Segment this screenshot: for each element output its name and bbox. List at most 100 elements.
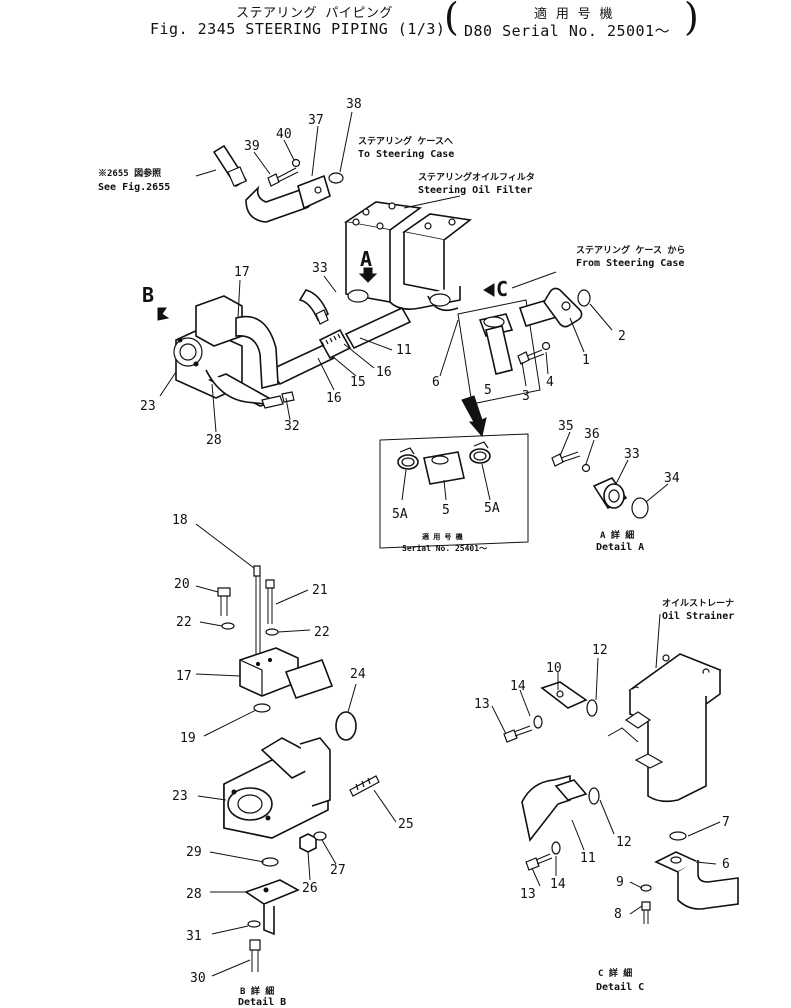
callout-14-top: 14 (510, 679, 526, 694)
callout-13-top: 13 (474, 697, 490, 712)
callout-5: 5 (484, 383, 492, 398)
callout-18: 18 (172, 513, 188, 528)
callout-38: 38 (346, 97, 362, 112)
callout-1: 1 (582, 353, 590, 368)
callout-21: 21 (312, 583, 328, 598)
callout-7: 7 (722, 815, 730, 830)
callout-20: 20 (174, 577, 190, 592)
view-letter-c: C (496, 277, 508, 301)
right-paren: ) (684, 0, 699, 39)
detail-c-label-jp: C 詳 細 (598, 967, 632, 979)
from-case-note-jp: ステアリング ケース から (576, 244, 685, 256)
callout-13-bottom: 13 (520, 887, 536, 902)
view-a-arrow (358, 267, 378, 283)
view-letter-a: A (360, 247, 372, 271)
callout-35: 35 (558, 419, 574, 434)
callout-28: 28 (206, 433, 222, 448)
detail-b-parts (217, 565, 380, 972)
callout-2: 2 (618, 329, 626, 344)
callout-11: 11 (396, 343, 412, 358)
steering-oil-filter (343, 201, 472, 312)
figure-title: Fig. 2345 STEERING PIPING (1/3) (150, 20, 446, 38)
callout-23: 23 (140, 399, 156, 414)
title-japanese: ステアリング パイピング (236, 6, 393, 21)
callout-8: 8 (614, 907, 622, 922)
view-c-arrow (483, 283, 495, 297)
applicability-serial: D80 Serial No. 25001～ (464, 22, 671, 40)
callout-12-top: 12 (592, 643, 608, 658)
return-pipe-1 (518, 287, 591, 328)
callout-6-detail-c: 6 (722, 857, 730, 872)
callout-22-right: 22 (314, 625, 330, 640)
callout-22-left: 22 (176, 615, 192, 630)
to-case-note: To Steering Case (358, 148, 454, 160)
callout-33: 33 (312, 261, 328, 276)
callout-numbers: 38 37 40 39 17 33 11 16 15 16 23 28 32 6… (140, 97, 730, 986)
callout-5a-right: 5A (484, 501, 500, 516)
detail-a-label-jp: A 詳 細 (600, 529, 634, 541)
washer-4 (541, 341, 551, 351)
callout-40: 40 (276, 127, 292, 142)
callout-24: 24 (350, 667, 366, 682)
callout-32: 32 (284, 419, 300, 434)
detail-a-label: Detail A (596, 541, 644, 553)
callout-11-detail-c: 11 (580, 851, 596, 866)
detail-b-label-jp: B 詳 細 (240, 985, 274, 997)
hose-clamp-detail (379, 433, 529, 549)
serial-note-jp: 適 用 号 機 (422, 532, 463, 541)
see-fig-note-jp: ※2655 図参照 (98, 167, 161, 179)
callout-5a-left: 5A (392, 507, 408, 522)
left-paren: ( (444, 0, 459, 39)
detail-c-parts (503, 653, 739, 924)
bolt-3 (517, 349, 545, 365)
applicability-japanese: 適 用 号 機 (534, 7, 613, 22)
upper-return-pipe (212, 144, 331, 223)
bolt-39 (267, 167, 299, 187)
callout-10: 10 (546, 661, 562, 676)
oil-strainer-label-jp: オイルストレーナ (662, 598, 734, 609)
callout-26: 26 (302, 881, 318, 896)
callout-27: 27 (330, 863, 346, 878)
callout-30: 30 (190, 971, 206, 986)
to-case-note-jp: ステアリング ケースへ (358, 135, 453, 147)
serial-note: Serial No. 25401～ (402, 543, 487, 553)
callout-25: 25 (398, 817, 414, 832)
callout-16-a: 16 (376, 365, 392, 380)
from-case-note: From Steering Case (576, 257, 684, 269)
annotation-notes: ※2655 図参照 See Fig.2655 ステアリング ケースへ To St… (98, 135, 734, 1008)
view-letter-b: B (142, 283, 154, 307)
detail-b-label: Detail B (238, 996, 286, 1008)
oil-filter-note-jp: ステアリングオイルフィルタ (418, 171, 535, 183)
callout-31: 31 (186, 929, 202, 944)
detail-c-label: Detail C (596, 981, 644, 993)
view-b-arrow (157, 307, 170, 321)
detail-a-parts (551, 451, 649, 519)
oil-strainer-label: Oil Strainer (662, 610, 734, 622)
callout-6: 6 (432, 375, 440, 390)
callout-3: 3 (522, 389, 530, 404)
callout-17-detail-b: 17 (176, 669, 192, 684)
callout-15: 15 (350, 375, 366, 390)
callout-4: 4 (546, 375, 554, 390)
o-ring-38 (328, 172, 344, 184)
callout-23-detail-b: 23 (172, 789, 188, 804)
oil-filter-note: Steering Oil Filter (418, 184, 532, 196)
callout-19: 19 (180, 731, 196, 746)
callout-37: 37 (308, 113, 324, 128)
callout-5-hose: 5 (442, 503, 450, 518)
callout-14-bottom: 14 (550, 877, 566, 892)
main-oil-pipe (268, 289, 412, 386)
see-fig-note: See Fig.2655 (98, 181, 170, 193)
callout-9: 9 (616, 875, 624, 890)
callout-34: 34 (664, 471, 680, 486)
washer-40 (291, 158, 301, 168)
callout-36: 36 (584, 427, 600, 442)
callout-17: 17 (234, 265, 250, 280)
callout-28-detail-b: 28 (186, 887, 202, 902)
callout-29: 29 (186, 845, 202, 860)
hose-inset-box (457, 299, 541, 438)
callout-12-bottom: 12 (616, 835, 632, 850)
callout-33-detail-a: 33 (624, 447, 640, 462)
